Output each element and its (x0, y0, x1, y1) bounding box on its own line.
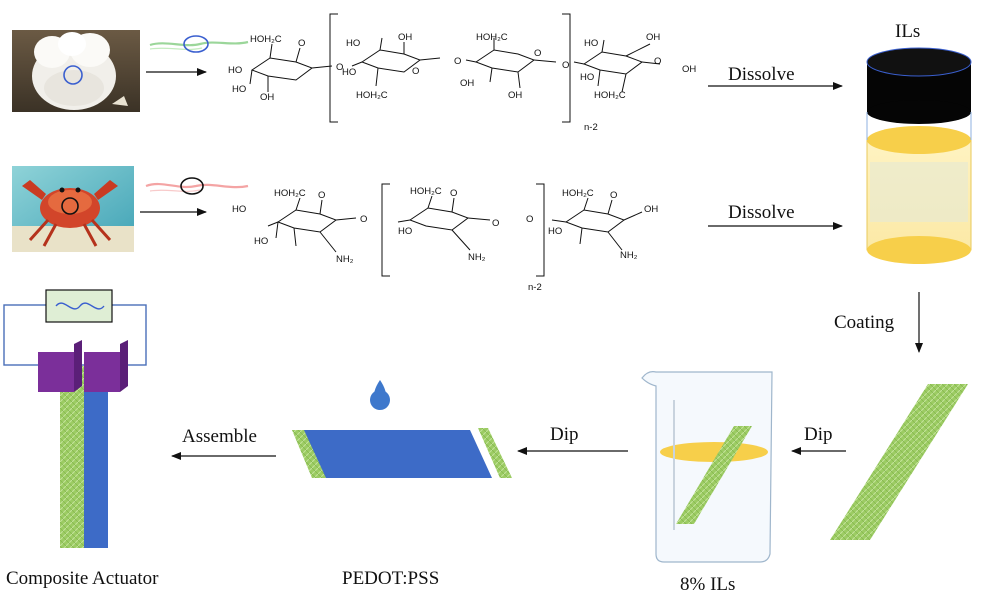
o-label: O (562, 60, 569, 71)
oh-label: OH (398, 32, 412, 43)
ho-label: HO (254, 236, 268, 247)
repeat-label: n-2 (584, 122, 598, 133)
dip-label: Dip (804, 424, 833, 445)
hoh2c-label: HOH₂C (476, 32, 508, 43)
o-label: O (454, 56, 461, 67)
nh2-label: NH₂ (620, 250, 638, 261)
oh-label: OH (646, 32, 660, 43)
ils-8-label: 8% ILs (680, 574, 735, 595)
o-label: O (534, 48, 541, 59)
dissolve-label: Dissolve (728, 202, 795, 223)
ho-label: HO (228, 65, 242, 76)
chitosan-labels: HOH₂C HO HO O NH₂ O HOH₂C O HO O NH₂ O H… (232, 186, 658, 293)
cellulose-labels: HOH₂C HO HO OH O O HO OH HO HOH₂C O O HO… (228, 32, 696, 133)
highlight-circle (63, 65, 83, 85)
repeat-label: n-2 (528, 282, 542, 293)
cellulose-fiber-icon (149, 35, 249, 53)
ho-label: HO (398, 226, 412, 237)
ho-label: HO (232, 204, 246, 215)
composite-actuator (3, 289, 147, 548)
ho-label: HO (342, 67, 356, 78)
o-label: O (610, 190, 617, 201)
hoh2c-label: HOH₂C (562, 188, 594, 199)
o-label: O (298, 38, 305, 49)
coated-film (830, 384, 968, 540)
o-label: O (412, 66, 419, 77)
assemble-label: Assemble (182, 426, 257, 447)
oh-label: OH (260, 92, 274, 103)
coating-label: Coating (834, 312, 895, 333)
cellulose-structure (249, 13, 661, 123)
hoh2c-label: HOH₂C (274, 188, 306, 199)
mushroom-photo (12, 30, 140, 112)
ionic-liquid-jar (866, 47, 972, 264)
oh-label: OH (644, 204, 658, 215)
pedot-pss-label: PEDOT:PSS (342, 568, 439, 589)
beaker (641, 371, 773, 563)
o-label: O (336, 62, 343, 73)
oh-label: OH (508, 90, 522, 101)
dissolve-label: Dissolve (728, 64, 795, 85)
ho-label: HO (580, 72, 594, 83)
o-label: O (526, 214, 533, 225)
chitin-fiber-icon (145, 177, 249, 195)
o-label: O (450, 188, 457, 199)
ho-label: HO (584, 38, 598, 49)
pedot-pss-film (292, 380, 512, 478)
nh2-label: NH₂ (336, 254, 354, 265)
hoh2c-label: HOH₂C (356, 90, 388, 101)
dip-label: Dip (550, 424, 579, 445)
highlight-circle (61, 197, 79, 215)
ho-label: HO (346, 38, 360, 49)
oh-label: OH (460, 78, 474, 89)
hoh2c-label: HOH₂C (250, 34, 282, 45)
o-label: O (360, 214, 367, 225)
composite-actuator-label: Composite Actuator (6, 568, 159, 589)
ho-label: HO (548, 226, 562, 237)
ils-label: ILs (895, 21, 920, 42)
crab-photo (12, 166, 134, 252)
hoh2c-label: HOH₂C (594, 90, 626, 101)
chitosan-structure (267, 183, 643, 277)
nh2-label: NH₂ (468, 252, 486, 263)
o-label: O (492, 218, 499, 229)
oh-label: OH (682, 64, 696, 75)
ho-label: HO (232, 84, 246, 95)
hoh2c-label: HOH₂C (410, 186, 442, 197)
o-label: O (654, 56, 661, 67)
o-label: O (318, 190, 325, 201)
